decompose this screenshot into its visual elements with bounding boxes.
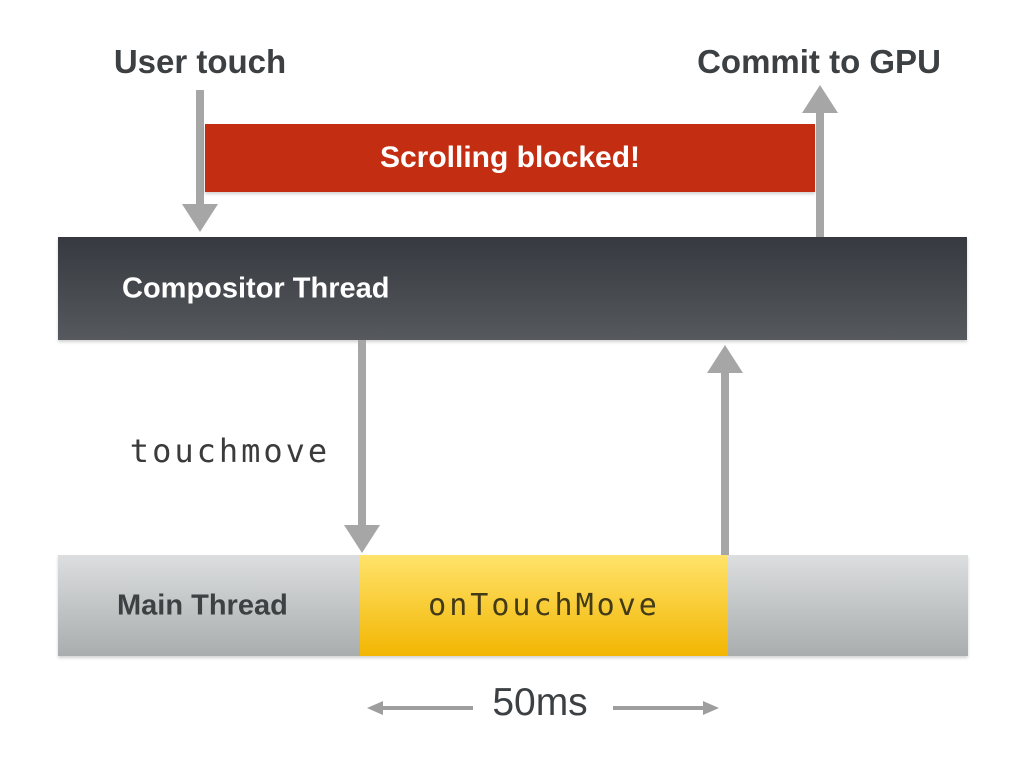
arrow-head-up-icon bbox=[802, 85, 838, 113]
arrow-shaft bbox=[196, 90, 204, 206]
commit-to-gpu-up-arrow-icon bbox=[801, 85, 839, 237]
scrolling-blocked-banner: Scrolling blocked! bbox=[205, 124, 815, 192]
arrow-shaft bbox=[721, 371, 729, 555]
arrow-shaft bbox=[379, 706, 473, 710]
arrow-head-left-icon bbox=[367, 701, 383, 715]
duration-right-arrow-icon bbox=[613, 701, 719, 715]
main-to-compositor-up-arrow-icon bbox=[706, 345, 744, 555]
arrow-head-up-icon bbox=[707, 345, 743, 373]
duration-label: 50ms bbox=[492, 681, 588, 724]
user-touch-label: User touch bbox=[113, 43, 287, 80]
arrow-shaft bbox=[816, 113, 824, 237]
arrow-head-down-icon bbox=[182, 204, 218, 232]
compositor-thread-label: Compositor Thread bbox=[122, 272, 390, 304]
ontouchmove-handler-segment: onTouchMove bbox=[360, 555, 728, 656]
touchmove-event-label: touchmove bbox=[129, 432, 331, 470]
user-touch-down-arrow-icon bbox=[181, 90, 219, 232]
main-thread-bar: Main Thread onTouchMove bbox=[58, 555, 968, 656]
arrow-shaft bbox=[613, 706, 707, 710]
compositor-thread-bar: Compositor Thread bbox=[58, 237, 967, 340]
arrow-shaft bbox=[358, 340, 366, 527]
arrow-head-down-icon bbox=[344, 525, 380, 553]
ontouchmove-label: onTouchMove bbox=[428, 588, 660, 623]
scrolling-blocked-label: Scrolling blocked! bbox=[379, 141, 641, 174]
commit-to-gpu-label: Commit to GPU bbox=[697, 43, 941, 80]
duration-annotation: 50ms bbox=[340, 678, 740, 728]
arrow-head-right-icon bbox=[703, 701, 719, 715]
duration-left-arrow-icon bbox=[367, 701, 473, 715]
main-thread-label: Main Thread bbox=[117, 589, 288, 621]
touchmove-down-arrow-icon bbox=[343, 340, 381, 553]
